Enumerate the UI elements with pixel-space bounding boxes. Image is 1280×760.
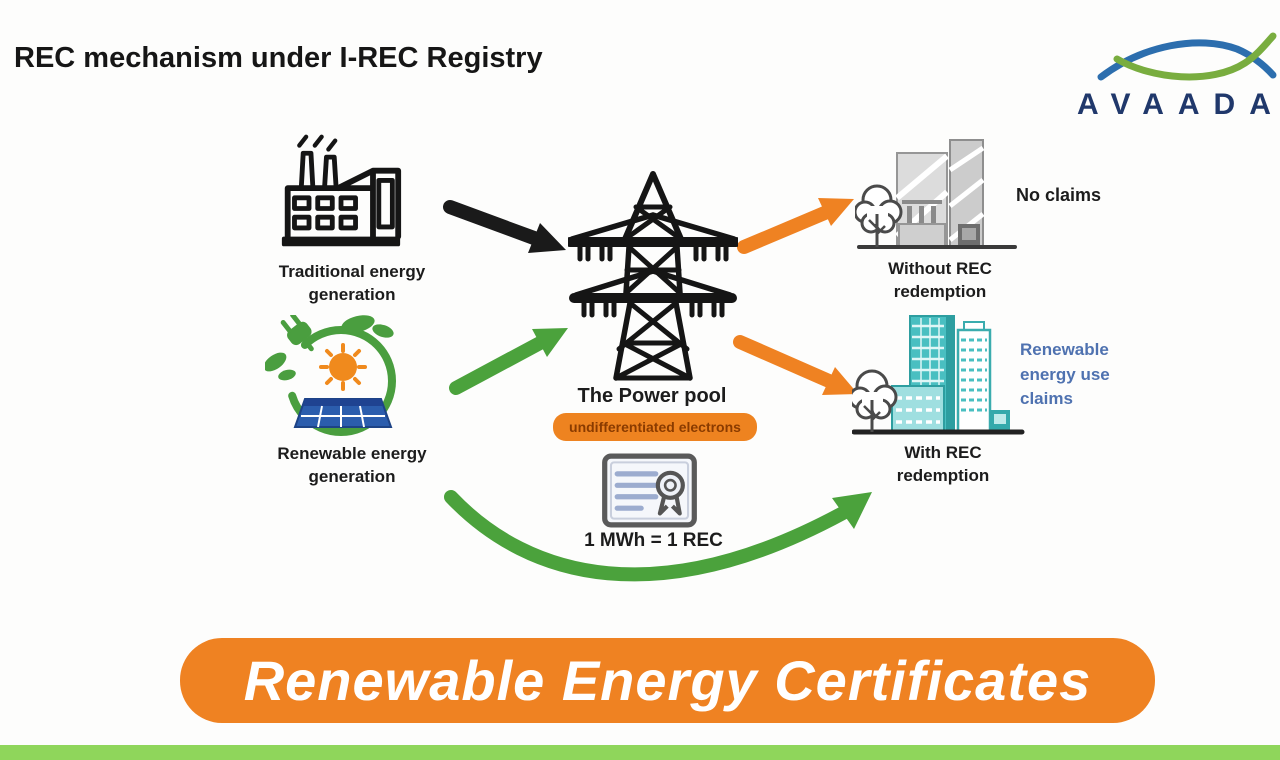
renewable-claims-label: Renewable energy use claims xyxy=(1020,340,1110,409)
tree-icon xyxy=(855,184,903,247)
without-rec-line1: Without REC xyxy=(888,259,992,278)
renewable-energy-icon xyxy=(265,315,396,436)
arrow-pool-to-with-rec xyxy=(733,335,858,395)
traditional-label-line1: Traditional energy xyxy=(278,262,426,281)
traditional-generation-label: Traditional energy generation xyxy=(262,261,442,307)
with-rec-label: With REC redemption xyxy=(858,442,1028,488)
arrow-pool-to-without-rec xyxy=(737,198,854,254)
brand-wordmark: AVAADA xyxy=(1077,88,1280,121)
arrow-renewable-to-redemption xyxy=(444,490,872,582)
renewable-label-line2: generation xyxy=(308,466,396,486)
teal-buildings-icon xyxy=(852,315,1025,435)
transmission-tower-icon xyxy=(568,171,738,381)
rec-banner: Renewable Energy Certificates xyxy=(180,638,1155,723)
no-claims-label: No claims xyxy=(1016,185,1102,205)
arrow-traditional-to-pool xyxy=(443,200,566,253)
certificate-label: 1 MWh = 1 REC xyxy=(584,530,723,551)
brand-swoosh-icon xyxy=(1097,32,1277,81)
tree-icon xyxy=(852,369,898,432)
footer-green-strip xyxy=(0,745,1280,760)
without-rec-line2: redemption xyxy=(893,281,987,301)
page-title: REC mechanism under I-REC Registry xyxy=(14,42,543,74)
arrow-renewable-to-pool xyxy=(449,328,568,395)
renewable-label-line1: Renewable energy xyxy=(277,444,427,463)
without-rec-label: Without REC redemption xyxy=(855,258,1025,304)
solar-panel-icon xyxy=(293,398,393,428)
traditional-label-line2: generation xyxy=(308,284,396,304)
undifferentiated-electrons-badge: undifferentiated electrons xyxy=(553,413,757,441)
sun-icon xyxy=(319,343,367,391)
renewable-generation-label: Renewable energy generation xyxy=(262,443,442,489)
rec-banner-text: Renewable Energy Certificates xyxy=(243,649,1092,712)
gray-buildings-icon xyxy=(855,139,1017,249)
with-rec-line2: redemption xyxy=(896,465,990,485)
power-pool-label: The Power pool xyxy=(577,385,727,407)
plug-icon xyxy=(280,315,314,352)
with-rec-line1: With REC xyxy=(904,443,982,462)
factory-icon xyxy=(281,134,402,247)
ribbon-seal-icon xyxy=(655,470,685,516)
certificate-icon xyxy=(602,453,697,528)
